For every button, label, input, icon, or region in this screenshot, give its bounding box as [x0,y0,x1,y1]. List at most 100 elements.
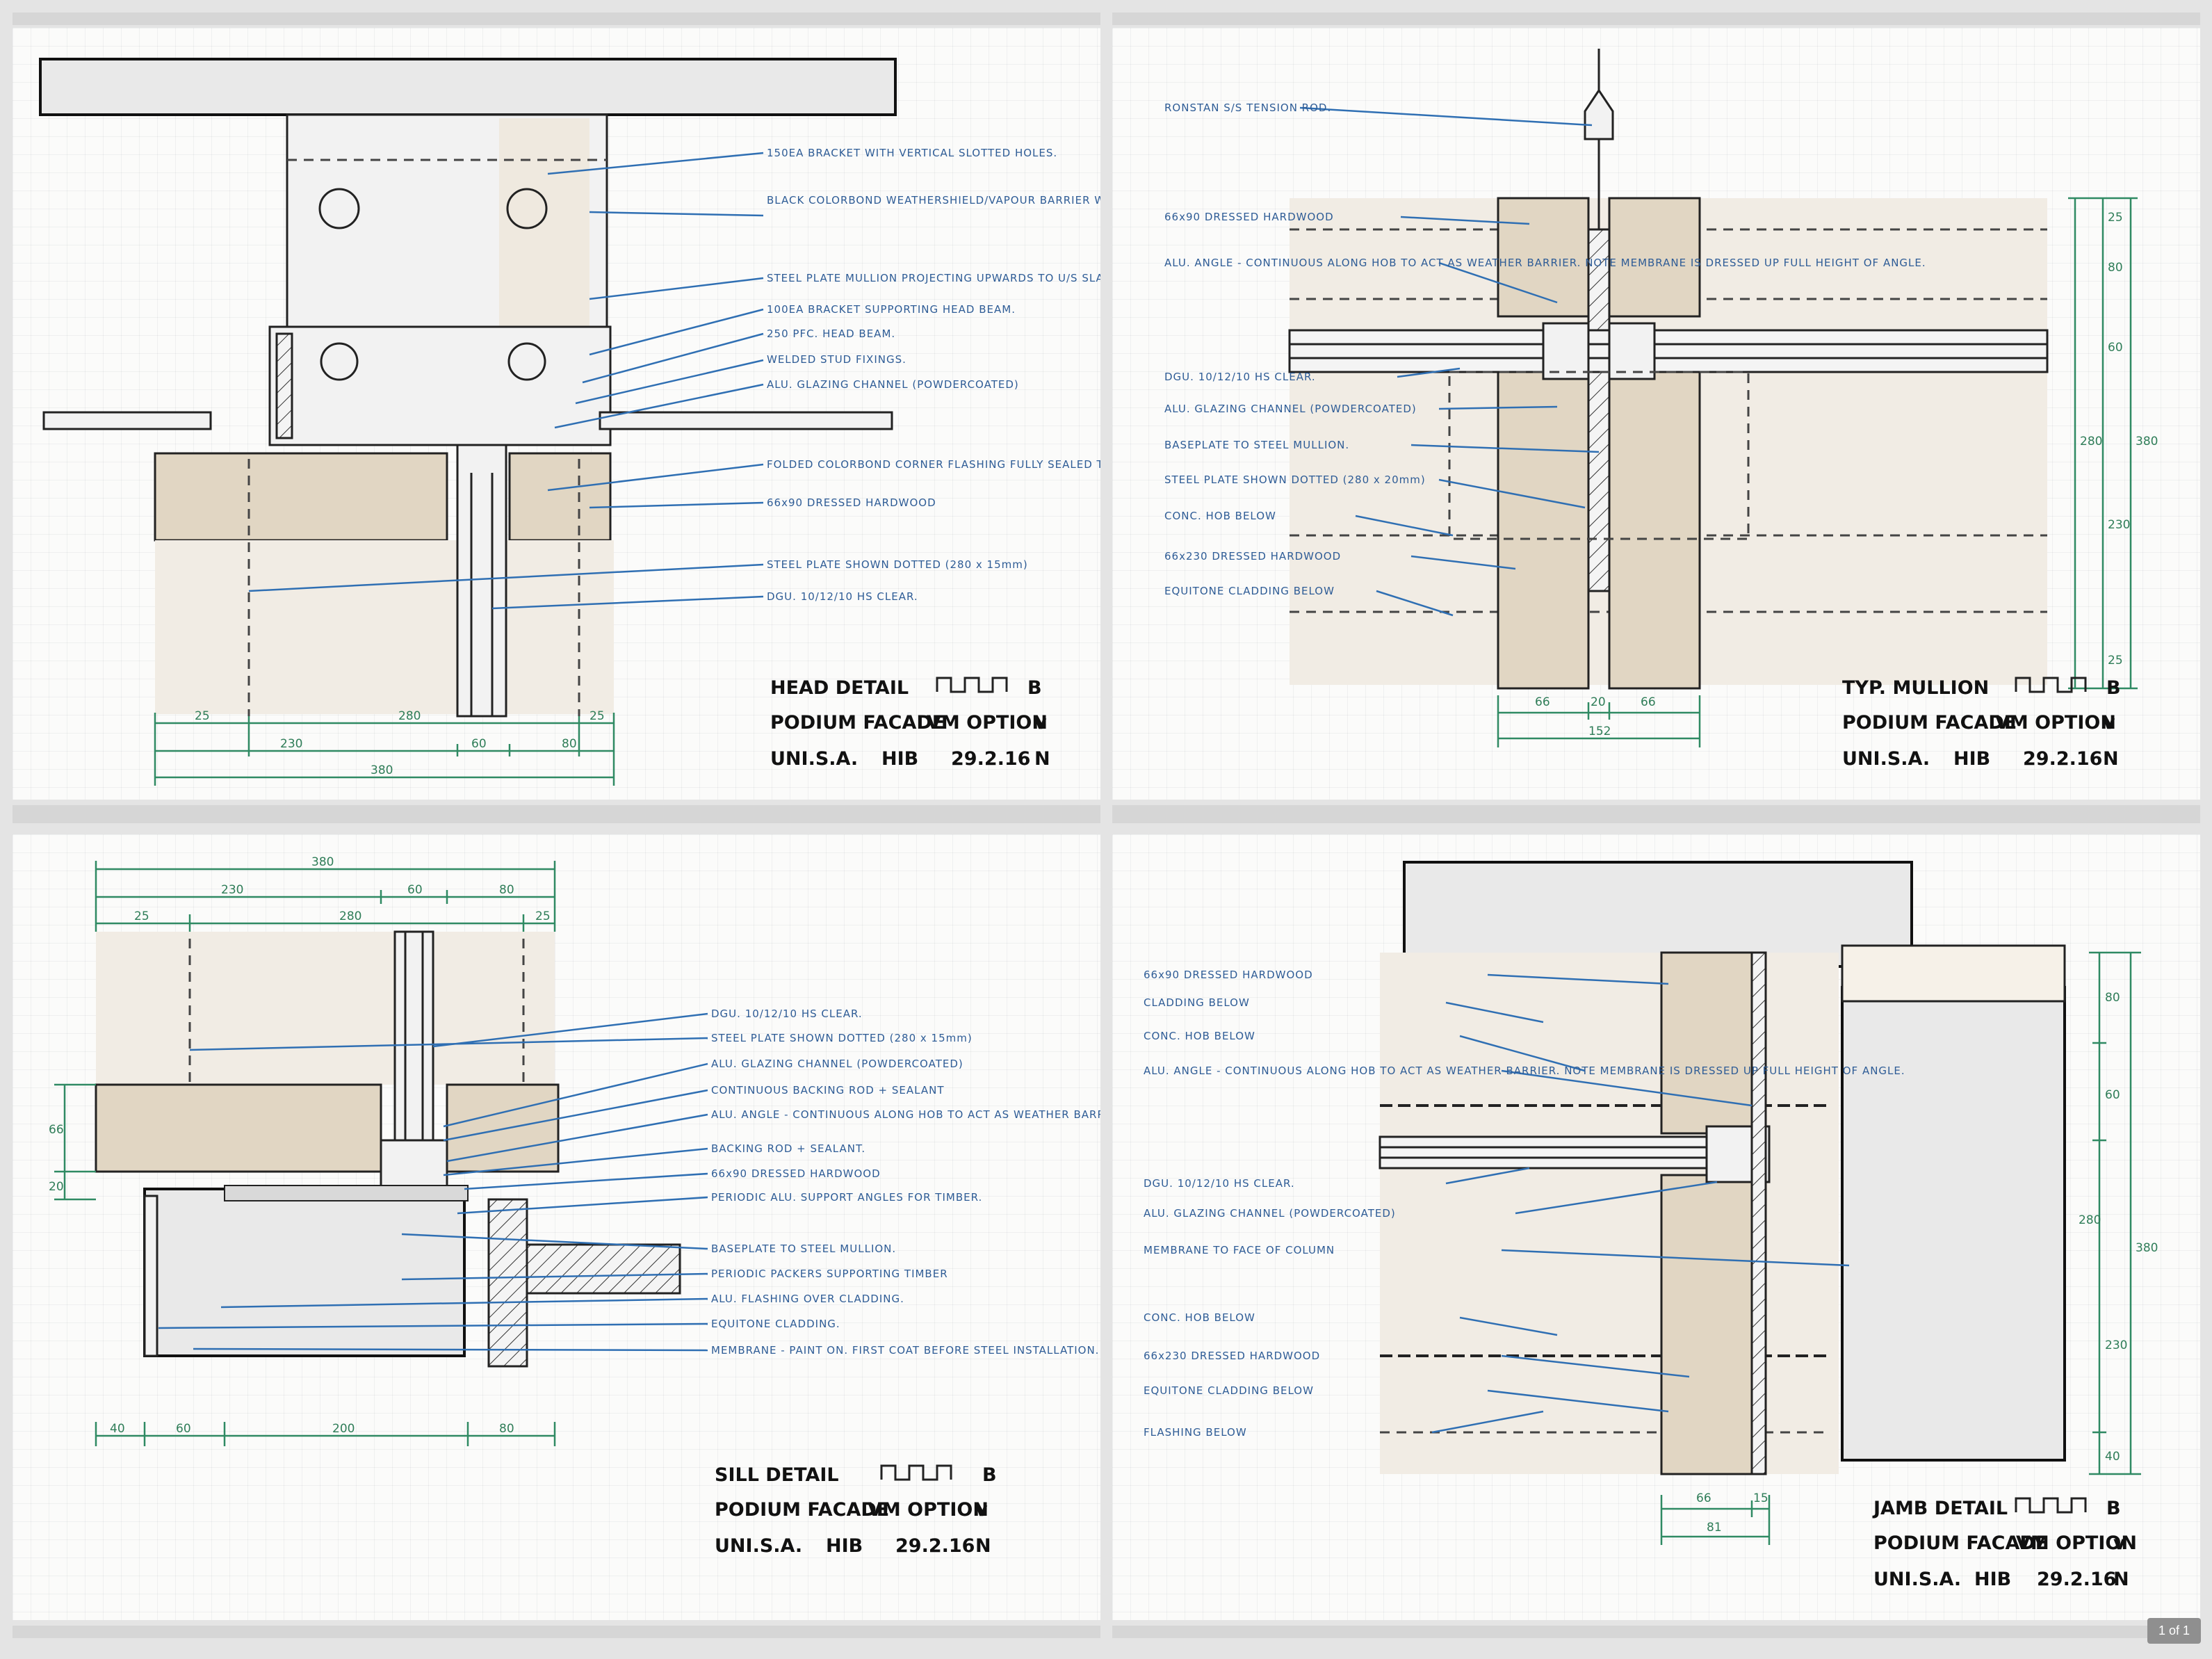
note-label: 66x90 DRESSED HARDWOOD [711,1167,881,1180]
sill-detail-drawing: 380 230 60 80 25 280 25 40 60 200 80 66 … [49,855,1100,1557]
note-label: CONTINUOUS BACKING ROD + SEALANT [711,1084,945,1096]
dim-label: 80 [562,737,577,751]
note-label: RONSTAN S/S TENSION ROD. [1164,102,1331,114]
hardwood-right [508,452,612,542]
sill-detail-sheet: 380 230 60 80 25 280 25 40 60 200 80 66 … [13,834,1100,1620]
sheet-title: SILL DETAIL [715,1464,839,1486]
note-label: WELDED STUD FIXINGS. [767,353,906,366]
dim-label: 81 [1707,1521,1722,1535]
note-label: DGU. 10/12/10 HS CLEAR. [711,1007,863,1020]
dim-label: 25 [589,709,605,723]
note-label: 66x230 DRESSED HARDWOOD [1164,550,1341,563]
concrete-column-top [1403,861,1913,968]
author-initials: HIB [1974,1569,2011,1590]
note-label: DGU. 10/12/10 HS CLEAR. [767,590,918,603]
note-label: EQUITONE CLADDING BELOW [1164,585,1335,597]
client-name: UNI.S.A. [715,1535,802,1557]
head-beam [268,325,612,446]
note-label: 66x230 DRESSED HARDWOOD [1144,1350,1320,1362]
note-label: CLADDING BELOW [1144,996,1250,1009]
dim-label: 80 [2108,261,2123,275]
check-mark: v [975,1499,988,1521]
scale-bar-icon [2015,1497,2087,1514]
dim-label: 25 [134,909,149,923]
cladding-area [155,540,614,714]
dim-label: 60 [471,737,487,751]
hardwood-right-lower [1608,371,1701,690]
dim-label: 230 [280,737,302,751]
separator-bar [13,805,1100,823]
separator-bar [1112,1626,2200,1638]
hardwood-left-upper [1497,197,1590,318]
scale-letter: B [982,1464,997,1486]
note-label: 100EA BRACKET SUPPORTING HEAD BEAM. [767,303,1016,316]
note-label: BASEPLATE TO STEEL MULLION. [1164,439,1349,451]
note-label: ALU. GLAZING CHANNEL (POWDERCOATED) [1144,1207,1396,1220]
dim-label: 66 [1641,695,1656,709]
dim-label: 230 [221,883,243,897]
page-indicator: 1 of 1 [2147,1618,2201,1644]
hardwood-upper [1660,951,1753,1135]
sheet-title: TYP. MULLION [1842,677,1989,699]
revision-mark: N [2103,748,2119,770]
dim-label: 66 [49,1123,64,1137]
hardwood-left-lower [1497,371,1590,690]
dim-label: 60 [407,883,423,897]
sheet-date: 29.2.16 [2023,748,2102,770]
scale-bar-icon [2015,677,2087,693]
note-label: STEEL PLATE SHOWN DOTTED (280 x 20mm) [1164,474,1426,486]
scale-bar-icon [936,677,1008,693]
dim-label: 60 [2105,1088,2120,1102]
head-detail-sheet: 25 280 25 230 60 80 380 150EA BRACKET WI… [13,28,1100,800]
note-label: FLASHING BELOW [1144,1426,1247,1439]
dim-label: 380 [2136,435,2158,448]
dim-label: 40 [110,1422,125,1436]
sheet-title: JAMB DETAIL [1872,1498,2008,1519]
dim-label: 230 [2108,518,2130,532]
glazing-unit [1288,329,2049,373]
note-label: ALU. GLAZING CHANNEL (POWDERCOATED) [711,1058,963,1070]
dim-label: 20 [49,1180,64,1194]
dim-label: 380 [2136,1241,2158,1255]
dim-label: 80 [499,883,514,897]
dim-label: 25 [2108,654,2123,667]
note-label: DGU. 10/12/10 HS CLEAR. [1144,1177,1295,1190]
dim-label: 80 [499,1422,514,1436]
author-initials: HIB [1953,748,1990,770]
concrete-slab [39,58,897,116]
check-mark: v [2103,712,2115,734]
note-label: ALU. ANGLE - CONTINUOUS ALONG HOB TO ACT… [711,1108,1100,1121]
note-label: ALU. ANGLE - CONTINUOUS ALONG HOB TO ACT… [1144,1065,1905,1077]
dim-label: 60 [2108,341,2123,355]
steel-mullion-plate [1587,228,1611,592]
author-initials: HIB [826,1535,863,1557]
note-label: 66x90 DRESSED HARDWOOD [1144,969,1313,981]
author-initials: HIB [881,748,918,770]
note-label: PERIODIC ALU. SUPPORT ANGLES FOR TIMBER. [711,1191,982,1204]
note-label: 150EA BRACKET WITH VERTICAL SLOTTED HOLE… [767,147,1057,159]
floor-slab [526,1243,681,1295]
note-label: STEEL PLATE SHOWN DOTTED (280 x 15mm) [711,1032,973,1044]
concrete-column [1841,986,2066,1462]
jamb-detail-drawing: 66 15 81 80 60 230 40 280 380 66x90 DRES… [1144,861,2158,1590]
scale-letter: B [2106,1498,2121,1519]
hardwood-left [154,452,448,542]
client-name: UNI.S.A. [770,748,858,770]
revision-mark: N [975,1535,991,1557]
note-label: CONC. HOB BELOW [1144,1030,1255,1042]
separator-bar [13,13,1100,25]
note-label: ALU. GLAZING CHANNEL (POWDERCOATED) [767,378,1019,391]
note-label: EQUITONE CLADDING BELOW [1144,1384,1314,1397]
hardwood-left [95,1083,382,1173]
glazing-channel [1608,322,1656,380]
note-label: STEEL PLATE SHOWN DOTTED (280 x 15mm) [767,558,1028,571]
dim-label: 25 [195,709,210,723]
dim-label: 380 [311,855,334,869]
dim-label: 25 [2108,211,2123,225]
hatched-plate [275,332,293,439]
concrete-hob [143,1188,466,1357]
dim-label: 66 [1696,1491,1711,1505]
dim-label: 20 [1591,695,1606,709]
note-label: 250 PFC. HEAD BEAM. [767,327,895,340]
glazing-channel [380,1139,448,1190]
